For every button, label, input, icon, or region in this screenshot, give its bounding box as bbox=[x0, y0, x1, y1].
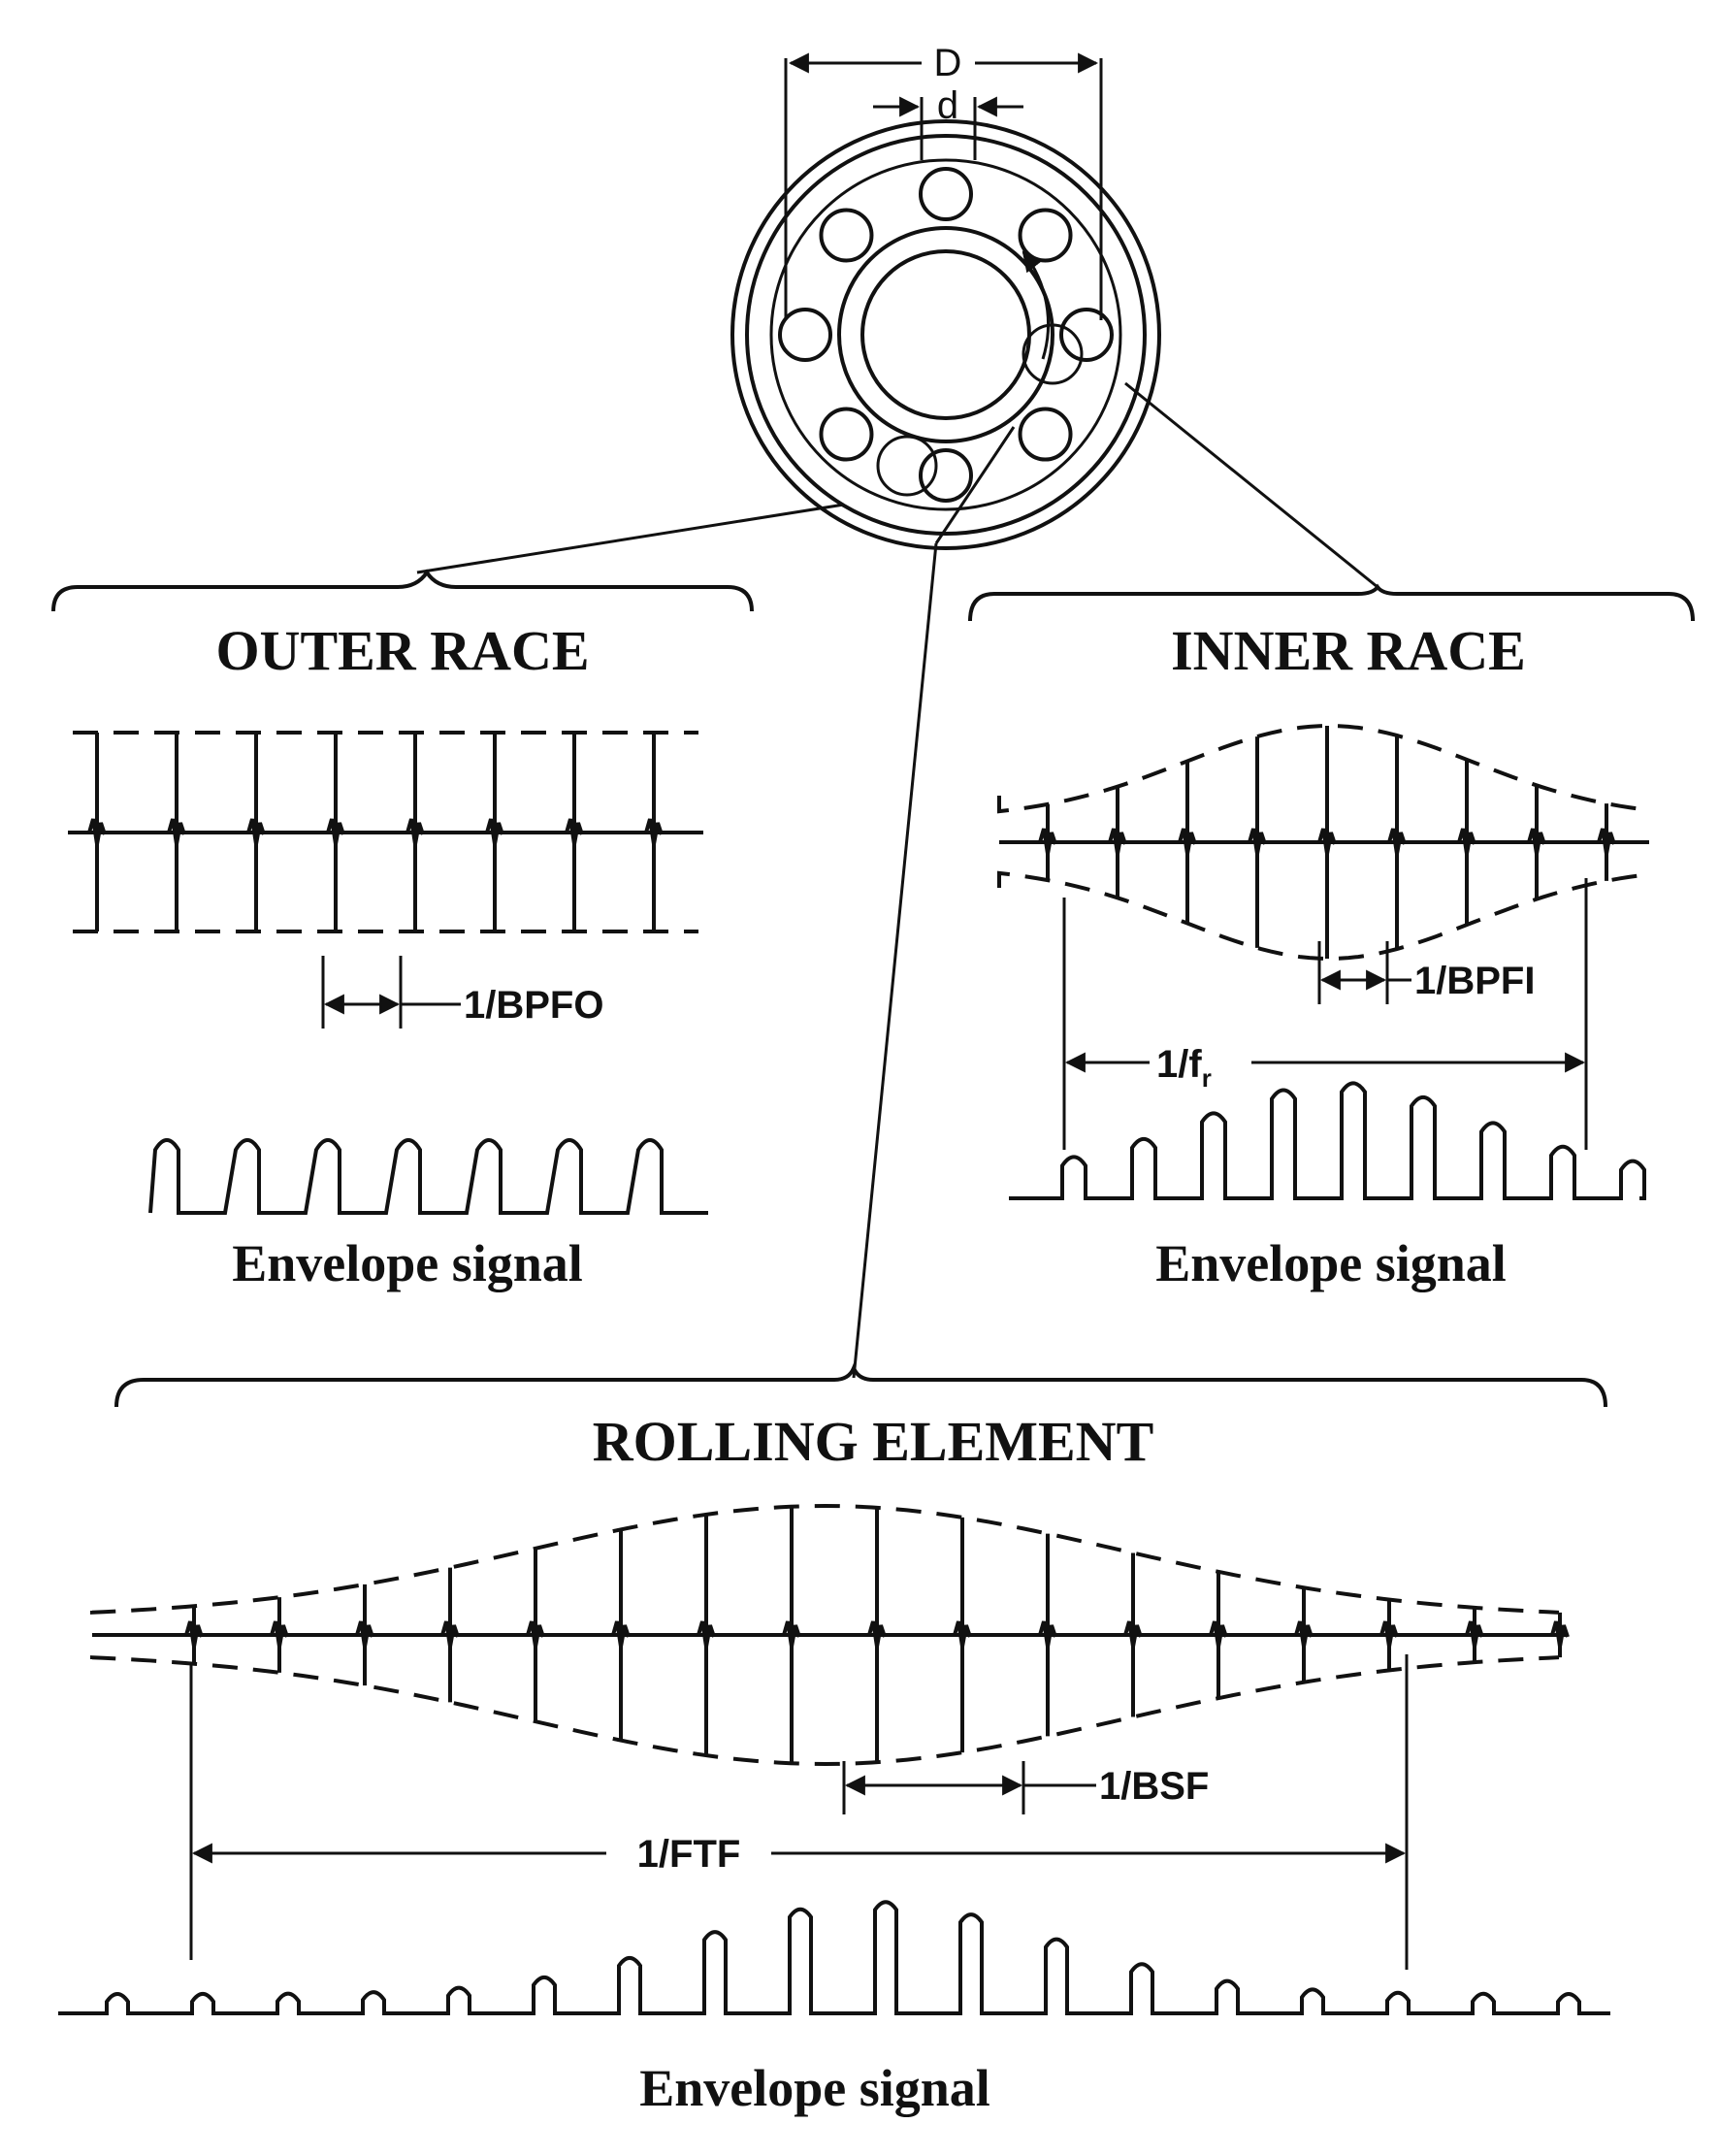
rolling-element-impulse bbox=[1294, 1587, 1314, 1682]
bearing-illustration: D d bbox=[730, 42, 1161, 550]
inner-impulse bbox=[1527, 785, 1546, 899]
outer-impulse bbox=[246, 733, 266, 931]
inner-impulse bbox=[1178, 761, 1197, 924]
rolling-element-vibration-signal bbox=[184, 1506, 1570, 1764]
rolling-element-brace bbox=[114, 1362, 1607, 1408]
outer-impulse bbox=[87, 733, 107, 931]
outer-race-panel: OUTER RACE 1/BPFO Envelope signal bbox=[51, 569, 754, 1292]
rolling-element-impulse bbox=[1465, 1607, 1484, 1663]
ball bbox=[819, 208, 874, 263]
inner-race-title: INNER RACE bbox=[1171, 619, 1526, 682]
inner-impulse bbox=[1108, 786, 1127, 898]
rolling-element-impulse bbox=[782, 1506, 801, 1764]
rolling-element-upper-modulation bbox=[90, 1503, 1560, 1615]
rolling-element-impulse bbox=[697, 1514, 716, 1756]
ball bbox=[819, 407, 874, 462]
callout-lines bbox=[416, 381, 1378, 1379]
ball bbox=[1018, 407, 1073, 462]
ball bbox=[919, 448, 973, 503]
rolling-element-envelope bbox=[58, 1900, 1610, 2015]
outer-dim-label: D bbox=[934, 42, 962, 84]
inner-race-panel: INNER RACE 1/BPFI 1/fr Envelope signal bbox=[968, 583, 1695, 1292]
outer-impulse bbox=[565, 733, 584, 931]
outer-race-vibration-signal bbox=[87, 733, 664, 931]
rolling-element-lower-modulation bbox=[90, 1655, 1560, 1767]
rolling-element-impulse bbox=[1209, 1571, 1228, 1699]
inner-race-upper-modulation bbox=[997, 723, 1650, 814]
outer-race-fault-ring bbox=[876, 435, 938, 497]
inner-race-brace bbox=[968, 583, 1695, 622]
ball-dim-label: d bbox=[937, 84, 958, 127]
rolling-element-envelope-caption: Envelope signal bbox=[639, 2059, 990, 2117]
inner-impulse bbox=[1387, 735, 1407, 950]
ball bbox=[919, 167, 973, 221]
inner-impulse bbox=[1597, 803, 1616, 881]
rolling-element-impulse bbox=[867, 1507, 887, 1763]
ball bbox=[778, 308, 832, 362]
rolling-element-impulse bbox=[184, 1606, 204, 1664]
outer-impulse bbox=[405, 733, 425, 931]
inner-impulse bbox=[1038, 803, 1057, 881]
rolling-element-impulse bbox=[1038, 1533, 1057, 1737]
rolling-element-impulse bbox=[355, 1584, 374, 1686]
inner-race-vibration-signal bbox=[1038, 726, 1616, 959]
inner-impulse bbox=[1317, 726, 1337, 959]
inner-impulse bbox=[1457, 759, 1476, 926]
inner-ring-outer-edge bbox=[837, 226, 1054, 443]
rolling-element-panel: ROLLING ELEMENT 1/BSF 1/FTF Envelope sig… bbox=[58, 1362, 1610, 2117]
outer-impulse bbox=[167, 733, 186, 931]
ball bbox=[1018, 208, 1073, 263]
inner-period-label: 1/BPFI bbox=[1414, 960, 1535, 1002]
inner-rotation-label: 1/fr bbox=[1156, 1043, 1212, 1093]
rolling-element-impulse bbox=[440, 1567, 460, 1703]
outer-race-envelope bbox=[148, 1138, 708, 1215]
inner-ring-inner-edge bbox=[860, 249, 1031, 420]
inner-race-lower-modulation bbox=[997, 870, 1650, 962]
inner-race-envelope-caption: Envelope signal bbox=[1155, 1234, 1507, 1292]
rolling-element-impulse bbox=[1379, 1599, 1399, 1671]
outer-period-label: 1/BPFO bbox=[464, 984, 603, 1027]
rolling-element-impulse bbox=[953, 1517, 972, 1753]
rotation-arrow bbox=[1022, 250, 1051, 360]
rolling-element-impulse bbox=[270, 1597, 289, 1673]
rolling-element-impulse bbox=[526, 1548, 545, 1722]
rolling-element-impulse bbox=[1550, 1612, 1570, 1658]
outer-ring-inner-edge bbox=[745, 134, 1147, 536]
outer-ring-outer-edge bbox=[730, 119, 1161, 550]
inner-race-fault-ring bbox=[1022, 323, 1084, 385]
outer-impulse bbox=[326, 733, 345, 931]
outer-impulse bbox=[644, 733, 664, 931]
inner-impulse bbox=[1248, 736, 1267, 948]
rolling-element-impulse bbox=[1123, 1552, 1143, 1717]
ball bbox=[1059, 308, 1114, 362]
outer-race-envelope-caption: Envelope signal bbox=[232, 1234, 583, 1292]
cage-outer bbox=[769, 158, 1122, 511]
outer-race-brace bbox=[51, 569, 754, 612]
rolling-element-impulse bbox=[611, 1529, 631, 1741]
inner-race-envelope bbox=[1009, 1081, 1646, 1200]
outer-race-title: OUTER RACE bbox=[215, 619, 589, 682]
inner-rotation-label-subscript: r bbox=[1202, 1063, 1212, 1093]
bsf-label: 1/BSF bbox=[1099, 1765, 1209, 1808]
rolling-element-title: ROLLING ELEMENT bbox=[593, 1410, 1154, 1473]
cage-label: 1/FTF bbox=[637, 1833, 741, 1876]
outer-impulse bbox=[485, 733, 504, 931]
rolling-balls bbox=[778, 167, 1114, 503]
